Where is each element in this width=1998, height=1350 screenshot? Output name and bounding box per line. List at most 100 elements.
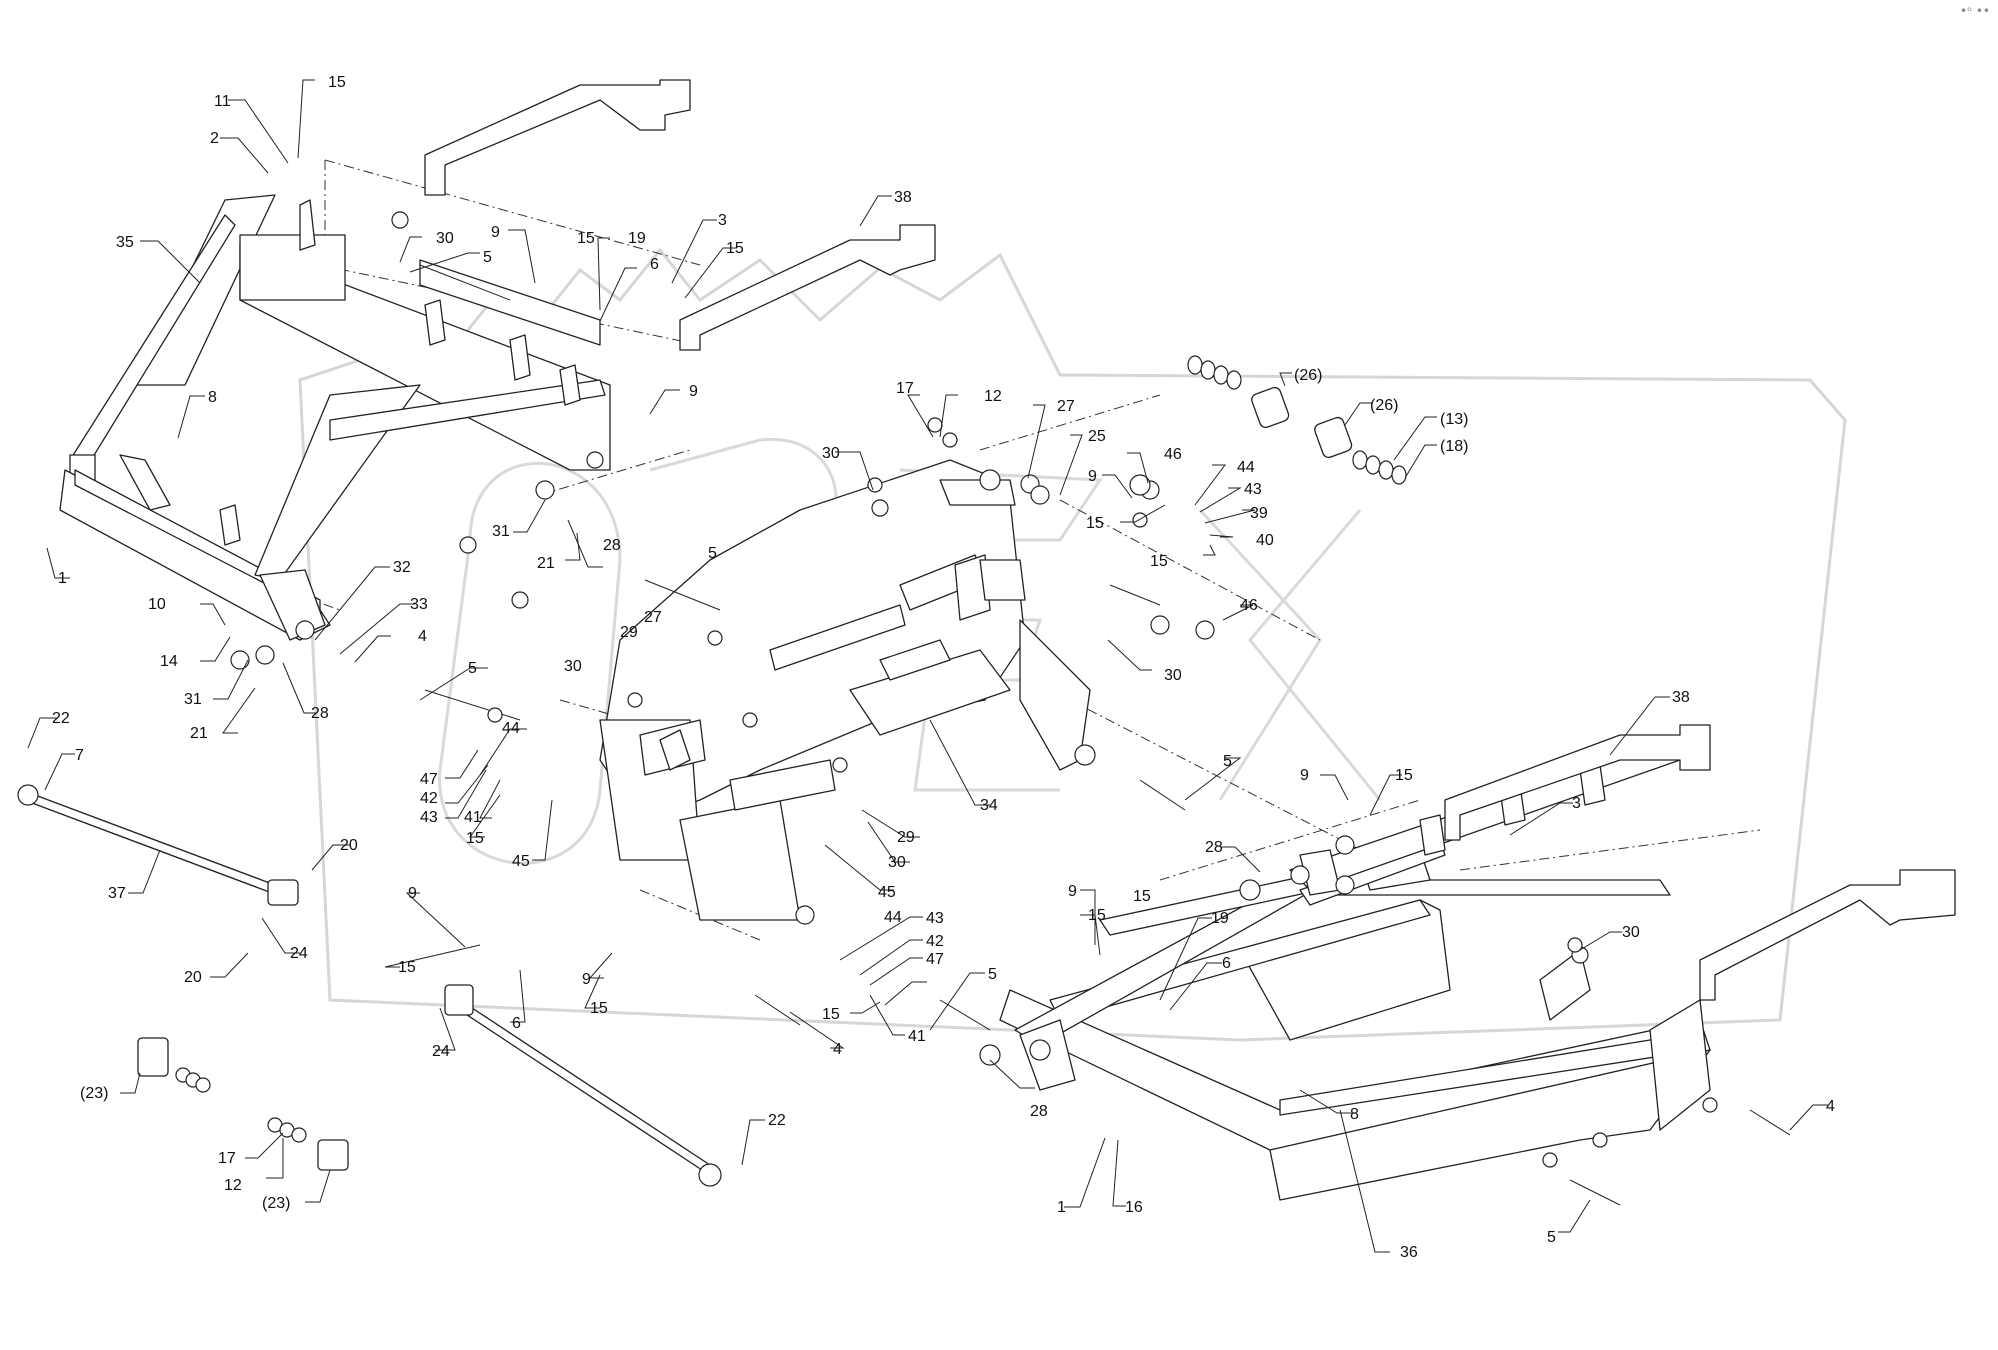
callout-20: 20	[184, 969, 202, 986]
callout-14: 14	[160, 653, 178, 670]
callout-38: 38	[1672, 689, 1690, 706]
callout-3: 3	[1572, 795, 1581, 812]
right-support-bracket-1	[1444, 724, 1711, 841]
callout-9: 9	[491, 224, 500, 241]
callout-45: 45	[512, 853, 530, 870]
callout-44: 44	[884, 909, 902, 926]
callout-13: (13)	[1440, 411, 1468, 428]
callout-9: 9	[582, 971, 591, 988]
callout-6: 6	[650, 256, 659, 273]
callout-39: 39	[1250, 505, 1268, 522]
callout-11: 11	[214, 93, 231, 110]
callout-7: 7	[75, 747, 84, 764]
callout-29: 29	[897, 829, 915, 846]
callout-18: (18)	[1440, 438, 1468, 455]
callout-leader-lines	[27, 79, 1828, 1253]
callout-17: 17	[896, 380, 914, 397]
callout-43: 43	[420, 809, 438, 826]
callout-44: 44	[502, 720, 520, 737]
callout-40: 40	[1256, 532, 1274, 549]
callout-15: 15	[398, 959, 416, 976]
callout-3: 3	[718, 212, 727, 229]
callout-labels: 11 15 2 35 30 5 9 15 19 6 3 15 38 8 1 9 …	[52, 74, 1835, 1261]
callout-31: 31	[184, 691, 202, 708]
callout-45: 45	[878, 884, 896, 901]
callout-27: 27	[1057, 398, 1075, 415]
callout-6: 6	[512, 1015, 521, 1032]
right-pivot-beam	[1289, 744, 1681, 896]
callout-5: 5	[1547, 1229, 1556, 1246]
callout-38: 38	[894, 189, 912, 206]
callout-35: 35	[116, 234, 134, 251]
callout-19: 19	[628, 230, 646, 247]
top-support-bracket-1	[424, 79, 691, 196]
callout-28: 28	[311, 705, 329, 722]
callout-24: 24	[290, 945, 308, 962]
pivot-bushings	[1187, 355, 1407, 485]
callout-25: 25	[1088, 428, 1106, 445]
callout-4: 4	[1826, 1098, 1835, 1115]
callout-9: 9	[1088, 468, 1097, 485]
callout-46: 46	[1240, 597, 1258, 614]
callout-1: 1	[1057, 1199, 1066, 1216]
callout-30: 30	[564, 658, 582, 675]
callout-2: 2	[210, 130, 219, 147]
callout-30: 30	[436, 230, 454, 247]
callout-22: 22	[768, 1112, 786, 1129]
callout-43: 43	[926, 910, 944, 927]
callout-28: 28	[1030, 1103, 1048, 1120]
callout-12: 12	[984, 388, 1002, 405]
callout-15: 15	[590, 1000, 608, 1017]
callout-30: 30	[1622, 924, 1640, 941]
clevis-pin-right	[267, 1117, 349, 1171]
top-support-bracket-2	[679, 224, 936, 351]
callout-4: 4	[418, 628, 427, 645]
callout-5: 5	[468, 660, 477, 677]
callout-23-left: (23)	[80, 1085, 108, 1102]
clevis-pin-left	[137, 1037, 211, 1093]
callout-30: 30	[888, 854, 906, 871]
callout-5: 5	[708, 545, 717, 562]
callout-23-right: (23)	[262, 1195, 290, 1212]
callout-17: 17	[218, 1150, 236, 1167]
callout-15: 15	[328, 74, 346, 91]
link-rod-right	[444, 984, 722, 1187]
callout-21: 21	[190, 725, 208, 742]
callout-26-right: (26)	[1370, 397, 1398, 414]
callout-15: 15	[726, 240, 744, 257]
callout-4: 4	[833, 1041, 842, 1058]
callout-42: 42	[926, 933, 944, 950]
callout-33: 33	[410, 596, 428, 613]
callout-5: 5	[988, 966, 997, 983]
callout-20: 20	[340, 837, 358, 854]
callout-21: 21	[537, 555, 555, 572]
callout-12: 12	[224, 1177, 242, 1194]
callout-44: 44	[1237, 459, 1255, 476]
callout-9: 9	[1068, 883, 1077, 900]
callout-37: 37	[108, 885, 126, 902]
callout-30: 30	[822, 445, 840, 462]
callout-15: 15	[1395, 767, 1413, 784]
callout-9: 9	[408, 885, 417, 902]
callout-15: 15	[577, 230, 595, 247]
callout-29: 29	[620, 624, 638, 641]
link-rod-left	[17, 784, 299, 906]
callout-24: 24	[432, 1043, 450, 1060]
hardware-bolts	[230, 211, 1791, 1206]
callout-28: 28	[1205, 839, 1223, 856]
callout-16: 16	[1125, 1199, 1143, 1216]
callout-31: 31	[492, 523, 510, 540]
callout-47: 47	[420, 771, 438, 788]
callout-5: 5	[1223, 753, 1232, 770]
callout-15: 15	[1150, 553, 1168, 570]
callout-8: 8	[208, 389, 217, 406]
callout-9: 9	[689, 383, 698, 400]
callout-41: 41	[908, 1028, 926, 1045]
callout-8: 8	[1350, 1106, 1359, 1123]
callout-46: 46	[1164, 446, 1182, 463]
callout-15: 15	[1133, 888, 1151, 905]
callout-32: 32	[393, 559, 411, 576]
callout-34: 34	[980, 797, 998, 814]
callout-47: 47	[926, 951, 944, 968]
corner-mark: •ᵒ ••	[1959, 4, 1990, 18]
